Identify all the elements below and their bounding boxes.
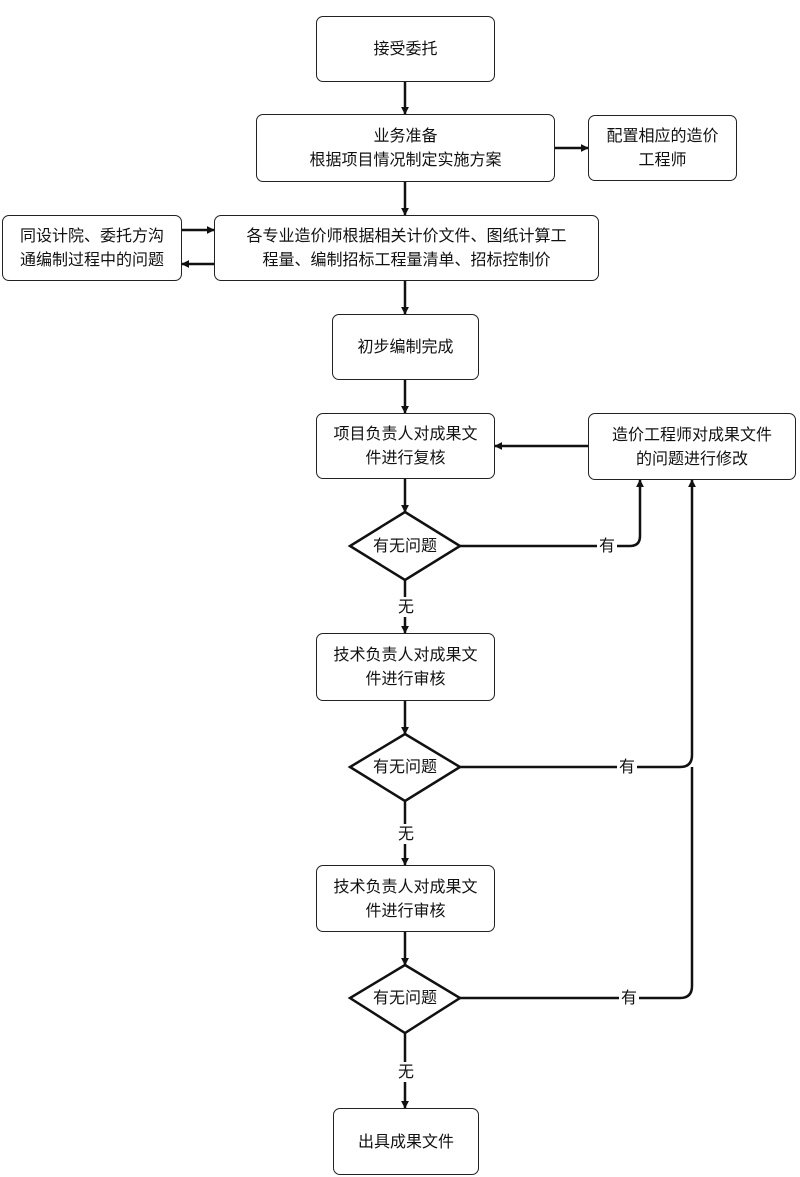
decision-diamond-2 <box>347 732 463 803</box>
node-fix: 造价工程师对成果文件 的问题进行修改 <box>588 413 796 480</box>
edge-label-no-3: 无 <box>396 1062 417 1082</box>
node-compile: 各专业造价师根据相关计价文件、图纸计算工 程量、编制招标工程量清单、招标控制价 <box>214 215 599 281</box>
node-communicate: 同设计院、委托方沟 通编制过程中的问题 <box>2 215 182 281</box>
node-review3: 技术负责人对成果文 件进行审核 <box>316 865 495 932</box>
edge-label-no-2: 无 <box>396 824 417 844</box>
decision-label-3: 有无问题 <box>372 988 437 1007</box>
line-check3-yes-to-fix <box>460 767 694 1000</box>
edge-label-yes-3: 有 <box>619 988 640 1008</box>
node-review1: 项目负责人对成果文 件进行复核 <box>316 413 495 479</box>
node-assign-engineer: 配置相应的造价 工程师 <box>588 115 737 181</box>
arrow-check2-yes-to-fix <box>460 479 696 769</box>
node-prepare: 业务准备 根据项目情况制定实施方案 <box>256 114 555 182</box>
decision-diamond-3 <box>347 963 463 1035</box>
node-accept: 接受委托 <box>316 16 495 82</box>
decision-diamond-1 <box>347 510 463 582</box>
decision-label-2: 有无问题 <box>372 757 437 776</box>
edge-label-yes-2: 有 <box>617 757 638 777</box>
node-review2: 技术负责人对成果文 件进行审核 <box>316 633 495 701</box>
arrow-check1-yes-to-fix <box>460 479 644 548</box>
node-output: 出具成果文件 <box>333 1108 479 1175</box>
edge-label-no-1: 无 <box>396 597 417 617</box>
decision-label-1: 有无问题 <box>372 536 437 555</box>
edge-label-yes-1: 有 <box>597 536 618 556</box>
node-draft-done: 初步编制完成 <box>332 314 479 380</box>
